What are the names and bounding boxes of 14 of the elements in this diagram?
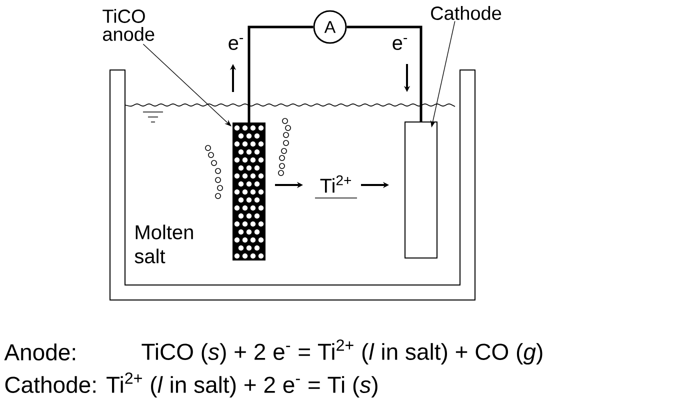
label-text: TiCO anode xyxy=(102,9,154,41)
label-text: Cathode xyxy=(431,6,502,20)
label-text: Ti$^{2+}$ xyxy=(320,175,351,193)
wire xyxy=(346,26,422,122)
wire xyxy=(248,26,314,122)
label-text: Anode: xyxy=(4,344,75,360)
cathode-electrode xyxy=(404,122,438,258)
label-text: e$^{-}$ xyxy=(228,38,244,50)
label-text: TiCO (s) + 2 e$^{-}$ = Ti$^{2+}$ (l in salt) + CO (g) xyxy=(142,339,542,365)
leader-line xyxy=(142,44,232,126)
label-text: Cathode: Ti$^{2+}$ (l in salt) + 2 e$^{-}$ = Ti (s) xyxy=(5,372,378,398)
label-text: e$^{-}$ xyxy=(392,38,408,50)
label-text: Molten salt xyxy=(134,224,193,264)
anode-electrode xyxy=(232,122,266,260)
